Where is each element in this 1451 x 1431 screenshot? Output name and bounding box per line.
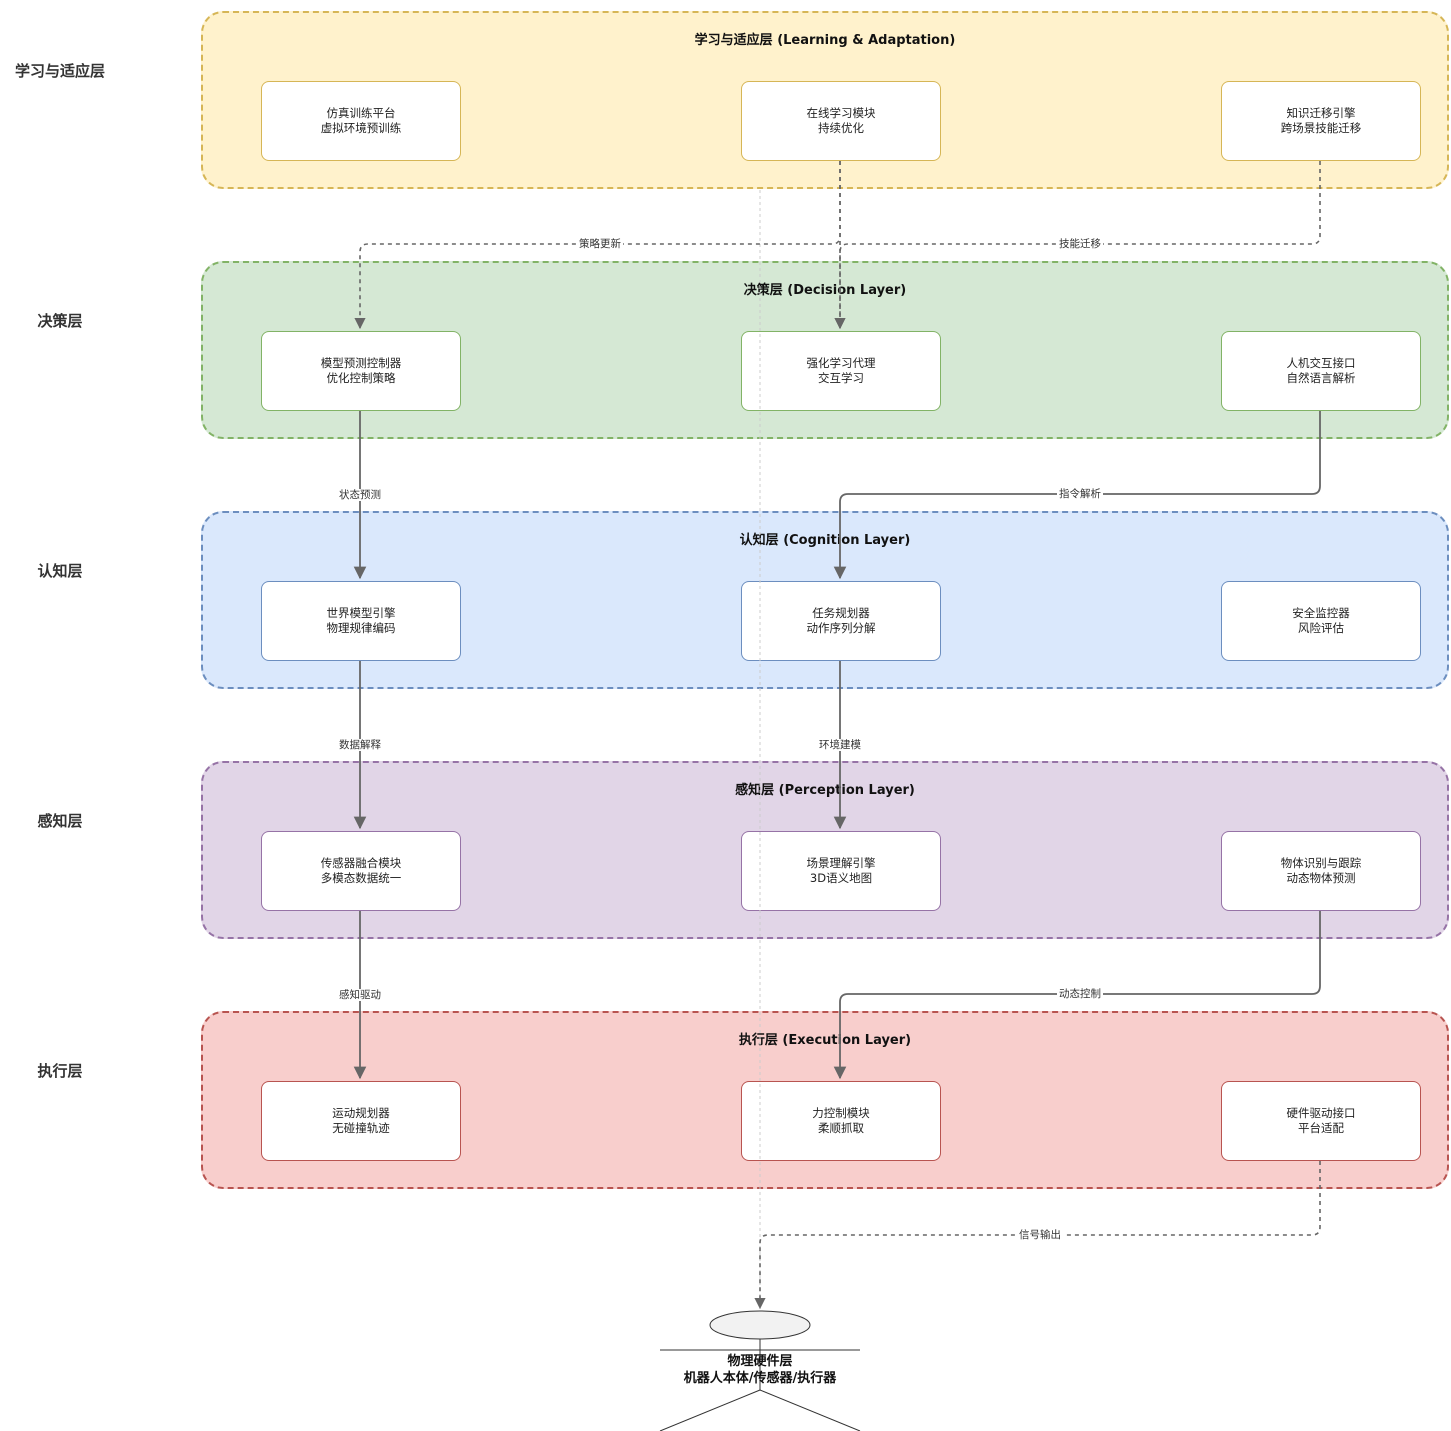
layer-title: 执行层 (Execution Layer)	[738, 1033, 912, 1048]
edge-label-signal-output: 信号输出	[1017, 1229, 1063, 1241]
node-title: 传感器融合模块	[320, 856, 402, 870]
hardware-actor-head	[709, 1310, 811, 1340]
node-title: 在线学习模块	[806, 106, 876, 120]
node-title: 场景理解引擎	[806, 856, 876, 870]
node-title: 硬件驱动接口	[1286, 1106, 1356, 1120]
node-force-control[interactable]: 力控制模块 柔顺抓取	[741, 1081, 941, 1161]
node-object-tracking[interactable]: 物体识别与跟踪 动态物体预测	[1221, 831, 1421, 911]
layer-title: 感知层 (Perception Layer)	[735, 783, 915, 798]
hardware-label-line1: 物理硬件层	[727, 1354, 793, 1369]
node-hci[interactable]: 人机交互接口 自然语言解析	[1221, 331, 1421, 411]
node-subtitle: 优化控制策略	[326, 371, 396, 385]
node-subtitle: 3D语义地图	[809, 871, 873, 885]
node-title: 强化学习代理	[806, 356, 876, 370]
node-title: 任务规划器	[812, 606, 870, 620]
node-hardware-driver[interactable]: 硬件驱动接口 平台适配	[1221, 1081, 1421, 1161]
hardware-actor-leg-left	[659, 1389, 761, 1431]
node-safety-monitor[interactable]: 安全监控器 风险评估	[1221, 581, 1421, 661]
node-subtitle: 物理规律编码	[326, 621, 396, 635]
node-title: 世界模型引擎	[326, 606, 396, 620]
edge-label-perception-drive: 感知驱动	[337, 989, 383, 1001]
hardware-label-line2: 机器人本体/传感器/执行器	[683, 1371, 837, 1386]
node-subtitle: 无碰撞轨迹	[332, 1121, 390, 1135]
side-label-learning: 学习与适应层	[14, 62, 105, 80]
node-sensor-fusion[interactable]: 传感器融合模块 多模态数据统一	[261, 831, 461, 911]
node-title: 仿真训练平台	[326, 106, 396, 120]
side-label-execution: 执行层	[37, 1062, 83, 1080]
node-subtitle: 动作序列分解	[806, 621, 876, 635]
node-subtitle: 自然语言解析	[1286, 371, 1356, 385]
node-online-learning[interactable]: 在线学习模块 持续优化	[741, 81, 941, 161]
node-subtitle: 平台适配	[1298, 1121, 1344, 1135]
node-rl-agent[interactable]: 强化学习代理 交互学习	[741, 331, 941, 411]
layer-title: 决策层 (Decision Layer)	[743, 283, 907, 298]
node-world-model[interactable]: 世界模型引擎 物理规律编码	[261, 581, 461, 661]
hardware-label: 物理硬件层 机器人本体/传感器/执行器	[660, 1353, 860, 1387]
node-subtitle: 虚拟环境预训练	[320, 121, 402, 135]
node-simulation-training[interactable]: 仿真训练平台 虚拟环境预训练	[261, 81, 461, 161]
node-title: 模型预测控制器	[320, 356, 402, 370]
edge-label-dynamic-control: 动态控制	[1057, 988, 1103, 1000]
node-subtitle: 多模态数据统一	[320, 871, 402, 885]
edge-label-state-prediction: 状态预测	[337, 489, 383, 501]
edge-label-skill-transfer: 技能迁移	[1057, 238, 1103, 250]
node-title: 物体识别与跟踪	[1280, 856, 1362, 870]
edge-label-env-modeling: 环境建模	[817, 739, 863, 751]
node-title: 运动规划器	[332, 1106, 390, 1120]
layer-title: 学习与适应层 (Learning & Adaptation)	[694, 33, 956, 48]
side-label-decision: 决策层	[37, 312, 83, 330]
node-knowledge-transfer[interactable]: 知识迁移引擎 跨场景技能迁移	[1221, 81, 1421, 161]
node-task-planner[interactable]: 任务规划器 动作序列分解	[741, 581, 941, 661]
node-subtitle: 动态物体预测	[1286, 871, 1356, 885]
node-title: 力控制模块	[812, 1106, 870, 1120]
node-subtitle: 风险评估	[1298, 621, 1344, 635]
edge-label-instruction-parse: 指令解析	[1057, 488, 1103, 500]
node-subtitle: 交互学习	[818, 371, 864, 385]
node-scene-understanding[interactable]: 场景理解引擎 3D语义地图	[741, 831, 941, 911]
hardware-actor-leg-right	[759, 1389, 861, 1431]
side-label-perception: 感知层	[37, 812, 83, 830]
node-subtitle: 跨场景技能迁移	[1280, 121, 1362, 135]
node-title: 人机交互接口	[1286, 356, 1356, 370]
node-title: 安全监控器	[1292, 606, 1350, 620]
layer-title: 认知层 (Cognition Layer)	[739, 533, 911, 548]
node-motion-planner[interactable]: 运动规划器 无碰撞轨迹	[261, 1081, 461, 1161]
node-subtitle: 持续优化	[818, 121, 864, 135]
node-mpc[interactable]: 模型预测控制器 优化控制策略	[261, 331, 461, 411]
node-title: 知识迁移引擎	[1286, 106, 1356, 120]
edge-label-policy-update: 策略更新	[577, 238, 623, 250]
node-subtitle: 柔顺抓取	[818, 1121, 864, 1135]
side-label-cognition: 认知层	[37, 562, 83, 580]
edge-label-data-interpret: 数据解释	[337, 739, 383, 751]
